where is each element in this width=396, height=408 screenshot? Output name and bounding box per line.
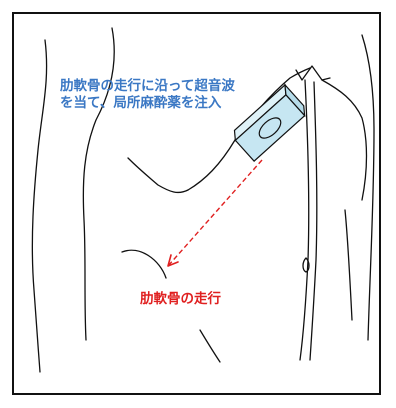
right-waist-line — [344, 209, 353, 321]
torso-right-side-line — [321, 79, 368, 201]
left-arm-outer-line — [31, 39, 48, 373]
injection-instruction-label: 肋軟骨の走行に沿って超音波 を当て、局所麻酔薬を注入 — [60, 78, 235, 111]
costal-direction-line — [167, 159, 263, 267]
right-arm-outer-line — [361, 34, 375, 341]
lower-torso-line — [121, 249, 167, 279]
hip-line — [199, 329, 221, 363]
midline-right — [309, 81, 318, 361]
midline-left — [299, 79, 310, 361]
arrow-icon — [167, 254, 179, 267]
ultrasound-probe-icon — [233, 83, 306, 163]
navel — [302, 257, 310, 273]
neck-notch-line — [295, 65, 331, 81]
torso-left-side-line — [127, 157, 189, 194]
costal-cartilage-label: 肋軟骨の走行 — [140, 291, 221, 307]
left-arm-inner-line — [82, 27, 115, 341]
